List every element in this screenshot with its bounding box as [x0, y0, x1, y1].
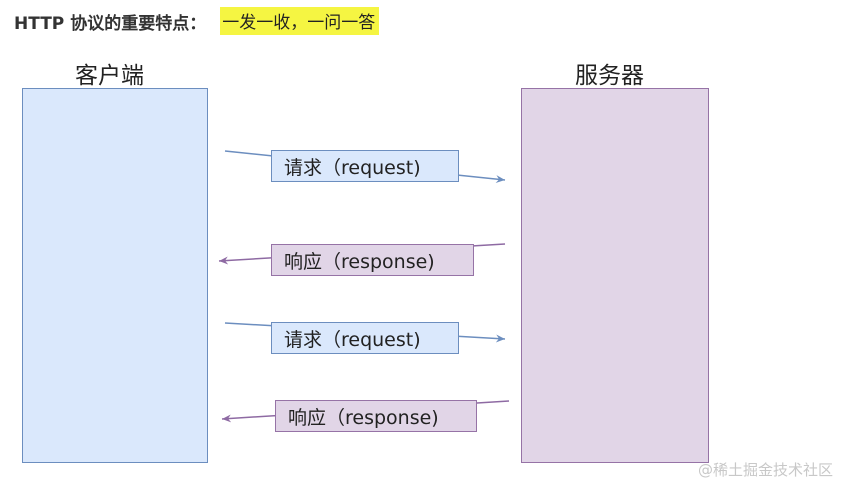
server-title: 服务器 [575, 63, 644, 89]
heading-highlight: 一发一收，一问一答 [220, 7, 380, 35]
heading: HTTP 协议的重要特点： 一发一收，一问一答 [14, 7, 380, 35]
heading-label: HTTP 协议的重要特点： [14, 13, 207, 34]
server-box [521, 88, 709, 463]
response-label-2: 响应（response) [275, 400, 477, 432]
request-label-1: 请求（request) [271, 150, 459, 182]
client-title: 客户端 [75, 63, 144, 89]
response-label-1: 响应（response) [271, 244, 474, 276]
watermark: @稀土掘金技术社区 [697, 461, 833, 479]
request-label-2: 请求（request) [271, 322, 459, 354]
client-box [22, 88, 208, 463]
